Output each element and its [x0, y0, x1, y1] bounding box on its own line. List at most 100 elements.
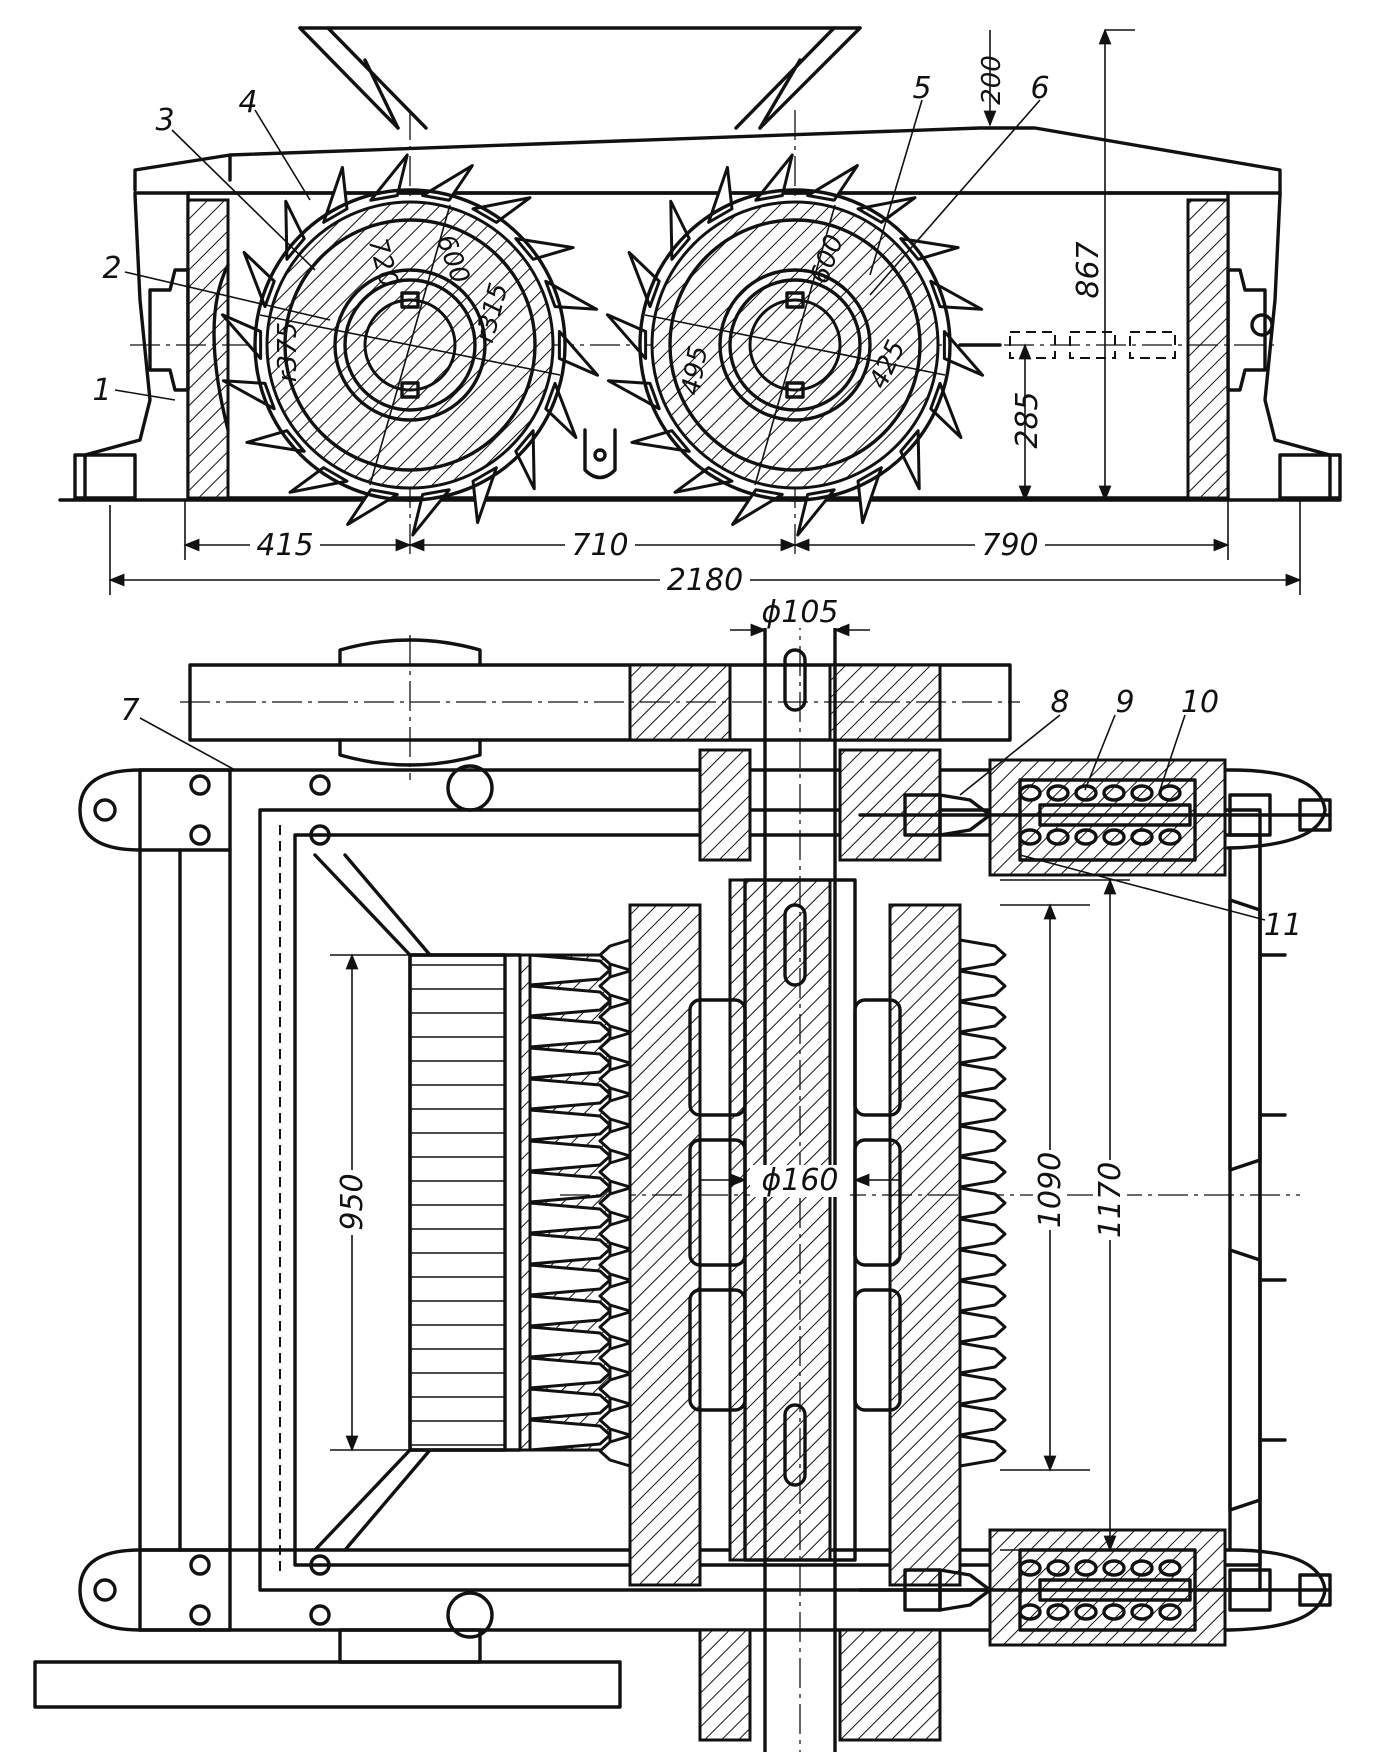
callout-11: 11	[1264, 908, 1302, 943]
comb-tooth	[528, 1387, 612, 1421]
roll-tooth	[598, 1248, 632, 1282]
roll-tooth	[598, 969, 632, 1003]
callout-4: 4	[238, 85, 257, 120]
left-scraper-plate	[212, 263, 230, 432]
roll-tooth	[958, 1062, 1007, 1096]
front-elevation-view: 415 710 790 2180 867 200 285 r375 r315 7…	[58, 26, 1342, 598]
roll-tooth	[598, 1093, 632, 1127]
roll-tooth	[942, 330, 985, 377]
roll-tooth	[958, 1155, 1007, 1189]
roll-tooth	[471, 466, 498, 525]
comb-tooth	[528, 953, 612, 987]
left-toothed-roll	[220, 153, 600, 537]
dim-415: 415	[256, 528, 313, 563]
roll-tooth	[598, 1062, 632, 1096]
roll-tooth	[598, 1124, 632, 1158]
roll-tooth	[598, 1217, 632, 1251]
right-toothed-roll	[605, 153, 985, 537]
roll-tooth	[598, 1341, 632, 1375]
roll-tooth	[707, 165, 734, 224]
roll-tooth	[288, 466, 349, 494]
comb-tooth	[528, 1170, 612, 1204]
roll-teeth-bank	[598, 938, 1007, 1468]
roll-tooth	[958, 969, 1007, 1003]
roll-tooth	[958, 1372, 1007, 1406]
roll-tooth	[598, 1186, 632, 1220]
roll-tooth	[958, 1434, 1007, 1468]
dim-2180: 2180	[667, 563, 743, 598]
comb-tooth	[528, 1263, 612, 1297]
roll-tooth	[220, 313, 263, 360]
roll-tooth	[598, 1279, 632, 1313]
dim-1170: 1170	[1093, 1162, 1128, 1238]
stationary-comb	[408, 953, 612, 1452]
comb-tooth	[528, 1294, 612, 1328]
roll-tooth	[958, 1217, 1007, 1251]
roll-tooth	[958, 1279, 1007, 1313]
roll-tooth	[958, 1031, 1007, 1065]
roll-tooth	[630, 429, 691, 453]
roll-tooth	[958, 1248, 1007, 1282]
roll-tooth	[557, 330, 600, 377]
roll-tooth	[958, 1341, 1007, 1375]
callout-10: 10	[1181, 685, 1219, 720]
callout-6: 6	[1030, 71, 1049, 106]
comb-tooth	[528, 1077, 612, 1111]
roll-tooth	[598, 1031, 632, 1065]
dim-1090: 1090	[1033, 1152, 1068, 1228]
callouts-top	[114, 99, 1041, 401]
comb-tooth	[528, 1015, 612, 1049]
comb-tooth	[528, 1325, 612, 1359]
callout-8: 8	[1050, 685, 1069, 720]
roll-tooth	[242, 250, 276, 309]
dim-r375: r375	[273, 322, 303, 382]
roll-tooth	[958, 1186, 1007, 1220]
roll-tooth	[929, 381, 963, 440]
housing-cover	[133, 126, 1282, 197]
shaft-extension-dashed	[958, 331, 1176, 359]
roll-tooth	[958, 1403, 1007, 1437]
roll-tooth	[673, 466, 734, 494]
dim-710: 710	[571, 528, 628, 563]
roll-tooth	[471, 196, 532, 224]
roll-tooth	[958, 938, 1007, 972]
dim-200: 200	[977, 55, 1007, 105]
callout-5: 5	[912, 71, 931, 106]
callout-7: 7	[120, 693, 139, 728]
hopper-frame	[298, 26, 862, 130]
callout-3: 3	[155, 103, 174, 138]
roll-tooth	[598, 1434, 632, 1468]
roll-tooth	[605, 313, 648, 360]
comb-tooth	[528, 1139, 612, 1173]
roll-tooth	[322, 165, 349, 224]
roll-tooth	[598, 1000, 632, 1034]
comb-tooth	[528, 1232, 612, 1266]
dim-790: 790	[981, 528, 1038, 563]
comb-tooth	[528, 1046, 612, 1080]
drive-pulley	[180, 635, 1020, 780]
roll-tooth	[598, 938, 632, 972]
plan-section-view: ϕ105 ϕ160 950 1090 1170 7 8 9 10 11	[33, 595, 1332, 1752]
dim-867: 867	[1071, 241, 1106, 298]
dim-950: 950	[335, 1173, 370, 1230]
pivot-bracket	[583, 428, 617, 480]
roll-tooth	[958, 1124, 1007, 1158]
dim-285: 285	[1010, 391, 1045, 448]
dim-phi105: ϕ105	[761, 595, 838, 630]
roll-tooth	[958, 1310, 1007, 1344]
roll-tooth	[514, 237, 575, 261]
callout-1: 1	[92, 373, 111, 408]
roll-tooth	[856, 196, 917, 224]
comb-tooth	[528, 1201, 612, 1235]
comb-tooth	[528, 984, 612, 1018]
comb-tooth	[528, 1418, 612, 1452]
spring-tensioner-top	[858, 758, 1332, 877]
roll-tooth	[598, 1155, 632, 1189]
roll-tooth	[627, 250, 661, 309]
comb-tooth	[528, 1108, 612, 1142]
callout-9: 9	[1115, 685, 1134, 720]
roll-tooth	[544, 381, 578, 440]
roll-tooth	[245, 429, 306, 453]
roll-section	[560, 600, 1300, 1752]
callouts-bottom	[139, 714, 1266, 921]
